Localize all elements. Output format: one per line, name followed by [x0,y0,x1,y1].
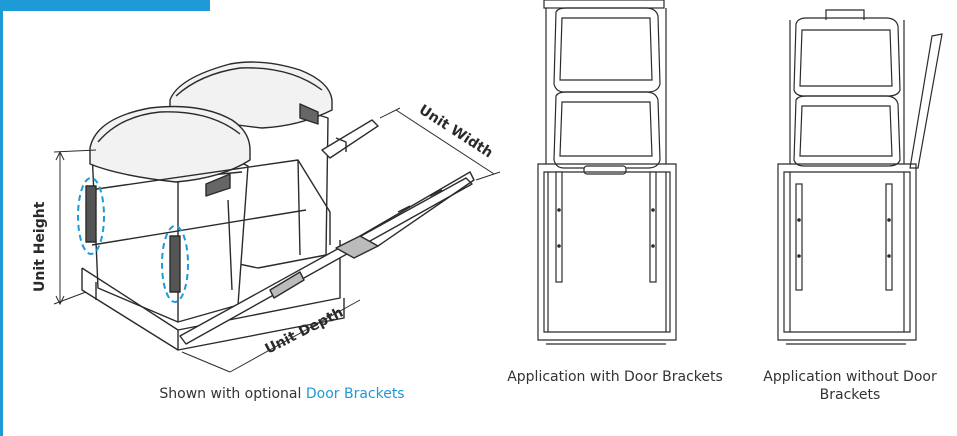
height-dimension-line [53,149,97,306]
bracket-highlight-left [77,177,105,255]
main-caption: Shown with optional Door Brackets [112,385,452,403]
unit-width-label: Unit Width [416,102,496,162]
unit-height-label: Unit Height [32,201,48,292]
without-brackets-caption: Application without Door Brackets [763,369,937,403]
depth-dimension-line [181,299,361,373]
width-dimension-line [379,107,501,181]
with-brackets-front-view [537,0,677,345]
with-brackets-caption: Application with Door Brackets [507,369,723,385]
without-brackets-front-view [777,9,943,345]
accent-bar [0,0,210,11]
door-brackets-link: Door Brackets [305,386,405,402]
pullout-unit-illustration [81,61,475,351]
bracket-highlight-right [161,225,189,303]
left-rule [0,0,3,436]
main-caption-prefix: Shown with optional [159,386,306,402]
